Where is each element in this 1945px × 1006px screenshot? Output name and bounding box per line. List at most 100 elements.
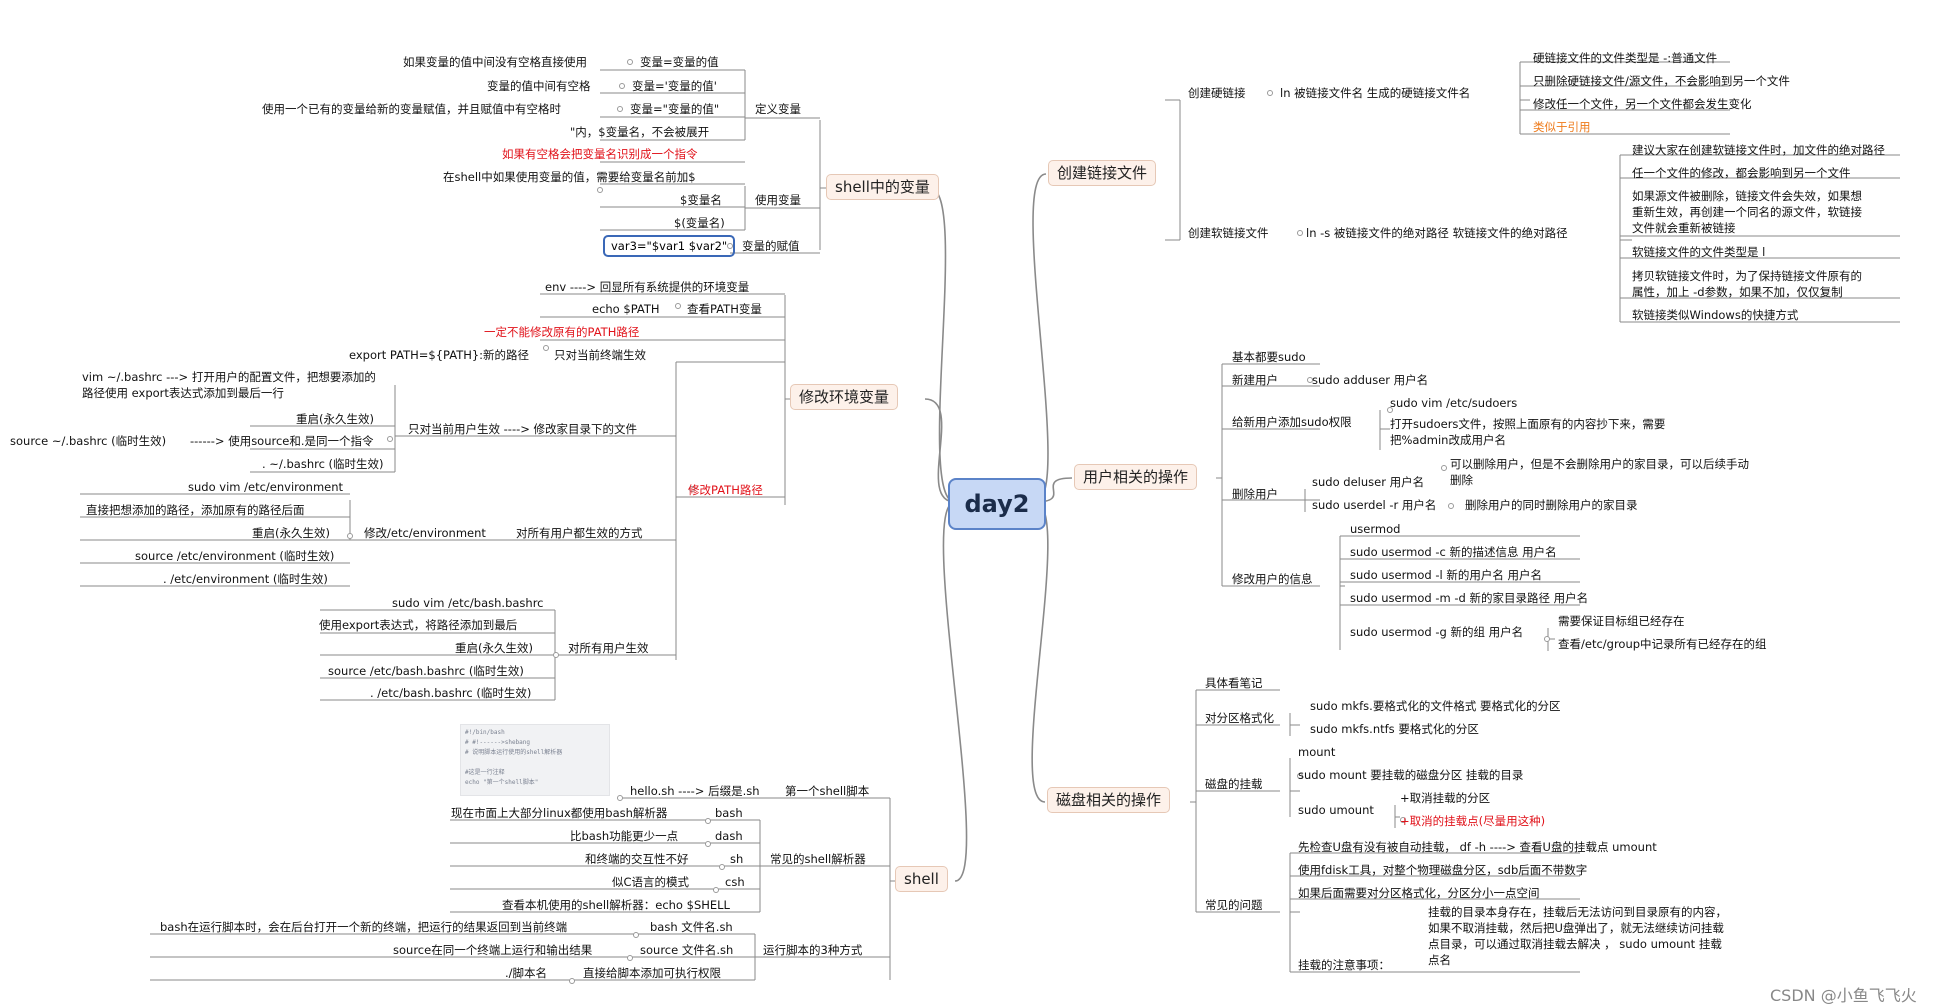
root-node[interactable]: day2 (948, 478, 1046, 530)
source-note: source在同一个终端上运行和输出结果 (393, 943, 593, 957)
issue-3: 如果后面需要对分区格式化，分区分小一点空间 (1298, 886, 1540, 900)
format-partition: 对分区格式化 (1205, 711, 1274, 725)
dash-parser: dash (715, 829, 743, 843)
modify-path: 修改PATH路径 (688, 483, 763, 497)
soft-note-5: 拷贝软链接文件时，为了保持链接文件原有的属性，加上 -d参数，如果不加，仅仅复制 (1632, 269, 1862, 299)
use-variable: 使用变量 (755, 193, 801, 207)
bash-run: bash 文件名.sh (650, 920, 733, 934)
variable-assignment: 变量的赋值 (742, 239, 800, 253)
usermod-m: sudo usermod -m -d 新的家目录路径 用户名 (1350, 591, 1589, 605)
usermod-g-note-2: 查看/etc/group中记录所有已经存在的组 (1558, 637, 1767, 651)
connector-dot (347, 533, 353, 539)
usermod-g-note-1: 需要保证目标组已经存在 (1558, 614, 1685, 628)
bash-note: 现在市面上大部分linux都使用bash解析器 (451, 806, 668, 820)
userdel-cmd: sudo userdel -r 用户名 (1312, 498, 1437, 512)
restart-permanent-2: 重启(永久生效) (252, 526, 330, 540)
vim-bashrc: vim ~/.bashrc ---> 打开用户的配置文件，把想要添加的路径使用 … (82, 370, 376, 400)
view-path: 查看PATH变量 (687, 302, 762, 316)
dot-run: ./脚本名 (505, 966, 548, 980)
soft-note-1: 建议大家在创建软链接文件时，加文件的绝对路径 (1632, 143, 1885, 157)
hard-note-1: 硬链接文件的文件类型是 -:普通文件 (1533, 51, 1718, 65)
env-command: env ----> 回显所有系统提供的环境变量 (545, 280, 750, 294)
first-shell-script: 第一个shell脚本 (785, 784, 870, 798)
bash-run-note: bash在运行脚本时，会在后台打开一个新的终端，把运行的结果返回到当前终端 (160, 920, 568, 934)
adduser-cmd: sudo adduser 用户名 (1312, 373, 1429, 387)
source-bash: source /etc/bash.bashrc (临时生效) (328, 664, 524, 678)
define-variable: 定义变量 (755, 102, 801, 116)
connector-line (1032, 173, 1049, 503)
connector-dot (617, 795, 623, 801)
echo-path: echo $PATH (592, 302, 660, 316)
all-users-effective: 对所有用户生效 (568, 641, 649, 655)
var-space-warning: 如果有空格会把变量名识别成一个指令 (502, 147, 698, 161)
connector-dot (543, 345, 549, 351)
connector-dot (713, 887, 719, 893)
ln-soft: ln -s 被链接文件的绝对路径 软链接文件的绝对路径 (1306, 226, 1568, 240)
hello-sh: hello.sh ----> 后缀是.sh (630, 784, 760, 798)
var-dollar-name: $变量名 (680, 193, 722, 207)
soft-note-4: 软链接文件的文件类型是 l (1632, 245, 1766, 259)
connector-dot (597, 187, 603, 193)
modify-user: 修改用户的信息 (1232, 572, 1313, 586)
soft-note-3: 如果源文件被删除，链接文件会失效，如果想重新生效，再创建一个同名的源文件，软链接… (1632, 189, 1862, 235)
delete-user: 删除用户 (1232, 487, 1278, 501)
dot-bash: . /etc/bash.bashrc (临时生效) (370, 686, 532, 700)
append-environment: 直接把想添加的路径，添加原有的路径后面 (86, 503, 305, 517)
connector-dot (1400, 817, 1406, 823)
var-use-note: 在shell中如果使用变量的值，需要给变量名前加$ (443, 170, 696, 184)
connector-dot (1448, 503, 1454, 509)
var-no-space-note: 如果变量的值中间没有空格直接使用 (403, 55, 587, 69)
connector-dot (1267, 90, 1273, 96)
ln-hard: ln 被链接文件名 生成的硬链接文件名 (1280, 86, 1471, 100)
code-line: #!/bin/bash (465, 729, 505, 736)
run-three-ways: 运行脚本的3种方式 (763, 943, 863, 957)
export-path: export PATH=${PATH}:新的路径 (349, 348, 530, 362)
source-run: source 文件名.sh (640, 943, 734, 957)
connector-dot (627, 59, 633, 65)
sh-parser: sh (730, 852, 744, 866)
see-notes: 具体看笔记 (1205, 676, 1263, 690)
edit-environment: 修改/etc/environment (364, 526, 486, 540)
branch-shell[interactable]: shell (895, 866, 948, 892)
connector-dot (705, 841, 711, 847)
connector-dot (689, 486, 695, 492)
source-environment: source /etc/environment (临时生效) (135, 549, 335, 563)
check-shell: 查看本机使用的shell解析器：echo $SHELL (502, 898, 730, 912)
path-no-overwrite: 一定不能修改原有的PATH路径 (484, 325, 640, 339)
create-soft-link: 创建软链接文件 (1188, 226, 1269, 240)
disk-mount: 磁盘的挂载 (1205, 777, 1263, 791)
code-line: # 说明脚本运行使用的shell解析器 (465, 749, 563, 756)
connector-line (929, 187, 956, 503)
connector-line (1031, 501, 1049, 803)
branch-user-ops[interactable]: 用户相关的操作 (1074, 464, 1198, 490)
connector-dot (1297, 230, 1303, 236)
all-users-method: 对所有用户都生效的方式 (516, 526, 643, 540)
dash-note: 比bash功能更少一点 (570, 829, 679, 843)
add-exec-perm: 直接给脚本添加可执行权限 (583, 966, 721, 980)
mount-caution: 挂载的目录本身存在，挂载后无法访问到目录原有的内容，如果不取消挂载，然后把U盘弹… (1428, 905, 1727, 967)
mkfs-cmd: sudo mkfs.要格式化的文件格式 要格式化的分区 (1310, 699, 1561, 713)
sudo-vim-environment: sudo vim /etc/environment (188, 480, 344, 494)
branch-disk-ops[interactable]: 磁盘相关的操作 (1047, 787, 1171, 813)
hard-note-4: 类似于引用 (1533, 120, 1591, 134)
csh-parser: csh (725, 875, 745, 889)
common-parsers: 常见的shell解析器 (770, 852, 866, 866)
var-has-space-note: 变量的值中间有空格 (487, 79, 591, 93)
connector-dot (1387, 407, 1393, 413)
code-line: # #!------>shebang (465, 739, 531, 746)
branch-create-links[interactable]: 创建链接文件 (1048, 160, 1157, 186)
sudoers-note: 打开sudoers文件，按照上面原有的内容抄下来，需要把%admin改成用户名 (1390, 417, 1666, 447)
connector-dot (727, 243, 733, 249)
connector-dot (617, 106, 623, 112)
connector-dot (387, 436, 393, 442)
hard-note-2: 只删除硬链接文件/源文件，不会影响到另一个文件 (1533, 74, 1790, 88)
script-code-thumbnail: #!/bin/bash # #!------>shebang # 说明脚本运行使… (460, 724, 610, 796)
soft-note-2: 任一个文件的修改，都会影响到另一个文件 (1632, 166, 1851, 180)
sudo-mount: sudo mount 要挂载的磁盘分区 挂载的目录 (1298, 768, 1524, 782)
branch-env-variables[interactable]: 修改环境变量 (790, 384, 899, 410)
branch-shell-variables[interactable]: shell中的变量 (826, 174, 939, 200)
deluser-note: 可以删除用户，但是不会删除用户的家目录，可以后续手动删除 (1450, 457, 1749, 487)
restart-permanent-3: 重启(永久生效) (455, 641, 533, 655)
terminal-only: 只对当前终端生效 (554, 348, 646, 362)
sudo-umount: sudo umount (1298, 803, 1374, 817)
